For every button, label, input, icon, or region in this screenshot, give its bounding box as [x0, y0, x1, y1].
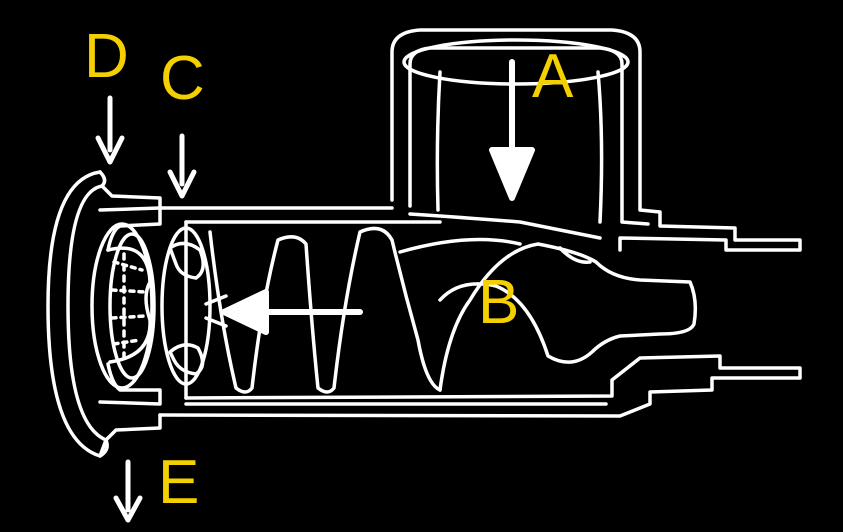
arrow-d-down	[98, 98, 122, 162]
arrow-c-down	[170, 136, 194, 196]
label-c: C	[160, 44, 205, 113]
label-e: E	[158, 448, 200, 517]
label-a: A	[532, 42, 574, 111]
arrow-a-down	[492, 62, 532, 198]
blade	[162, 228, 226, 384]
auger-screw	[210, 228, 695, 392]
barrel	[160, 208, 800, 416]
label-b: B	[478, 268, 520, 337]
arrow-e-down	[116, 462, 140, 520]
hopper	[392, 30, 800, 250]
retaining-ring	[48, 172, 160, 456]
arrow-b-left	[224, 292, 360, 332]
label-d: D	[84, 22, 129, 91]
cutting-plate	[92, 208, 160, 404]
